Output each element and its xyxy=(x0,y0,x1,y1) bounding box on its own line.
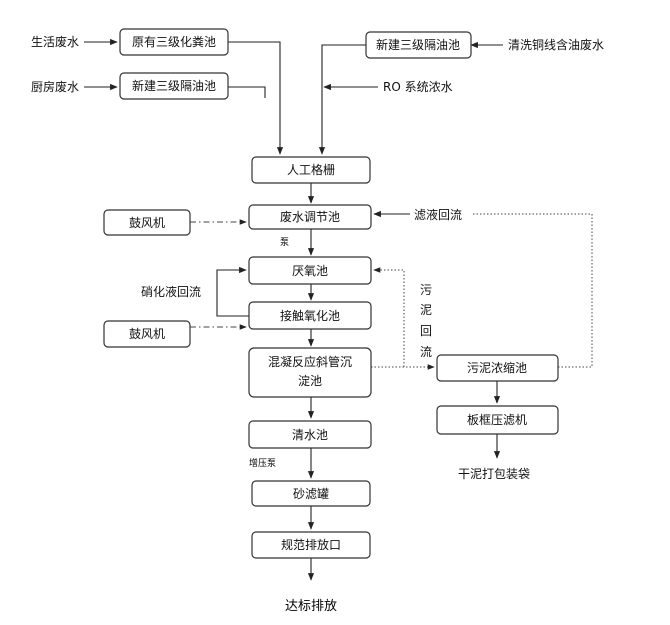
arrow-separator-right-to-screen xyxy=(318,44,366,155)
sand-filter-box: 砂滤罐 xyxy=(251,480,371,507)
equalization-tank-box: 废水调节池 xyxy=(248,204,372,230)
oily-wastewater-label: 清洗铜线含油废水 xyxy=(508,37,604,52)
arrow-oil-separator-left-to-screen xyxy=(228,86,266,98)
svg-text:污泥浓缩池: 污泥浓缩池 xyxy=(467,360,527,375)
svg-text:新建三级隔油池: 新建三级隔油池 xyxy=(132,78,216,93)
svg-text:鼓风机: 鼓风机 xyxy=(129,327,165,341)
sludge-thickener-box: 污泥浓缩池 xyxy=(436,354,559,382)
svg-text:规范排放口: 规范排放口 xyxy=(281,537,341,552)
blower-1-box: 鼓风机 xyxy=(103,209,191,236)
coagulation-settler-box: 混凝反应斜管沉 淀池 xyxy=(248,347,372,398)
svg-text:原有三级化粪池: 原有三级化粪池 xyxy=(132,35,216,49)
svg-text:回: 回 xyxy=(420,324,432,338)
svg-text:淀池: 淀池 xyxy=(298,374,322,388)
pump-label: 泵 xyxy=(280,237,289,248)
arrow-sludge-return xyxy=(373,267,405,367)
dry-sludge-label: 干泥打包装袋 xyxy=(458,467,530,481)
svg-text:废水调节池: 废水调节池 xyxy=(280,209,340,224)
final-discharge-label: 达标排放 xyxy=(285,599,337,614)
existing-septic-tank-box: 原有三级化粪池 xyxy=(119,28,229,56)
arrow-nitrate-recycle xyxy=(216,266,249,317)
ro-concentrate-label: RO 系统浓水 xyxy=(383,80,453,94)
oil-separator-left-box: 新建三级隔油池 xyxy=(119,72,229,100)
sludge-return-label: 污 泥 回 流 xyxy=(420,283,432,359)
svg-text:污: 污 xyxy=(420,283,432,297)
connectors xyxy=(84,38,593,581)
svg-text:混凝反应斜管沉: 混凝反应斜管沉 xyxy=(268,354,352,369)
anaerobic-tank-box: 厌氧池 xyxy=(248,256,372,285)
plate-filter-press-box: 板框压滤机 xyxy=(436,405,559,435)
svg-text:泥: 泥 xyxy=(420,303,432,317)
svg-text:砂滤罐: 砂滤罐 xyxy=(293,487,329,501)
booster-pump-label: 增压泵 xyxy=(249,457,276,469)
svg-text:鼓风机: 鼓风机 xyxy=(129,216,165,230)
svg-text:流: 流 xyxy=(420,345,432,359)
svg-text:板框压滤机: 板框压滤机 xyxy=(467,413,527,427)
filtrate-return-dotted xyxy=(473,213,593,368)
nitrate-recycle-label: 硝化液回流 xyxy=(141,284,201,299)
clear-water-tank-box: 清水池 xyxy=(248,420,372,449)
filtrate-return-label: 滤液回流 xyxy=(414,207,462,222)
contact-oxidation-tank-box: 接触氧化池 xyxy=(248,301,372,330)
svg-text:厌氧池: 厌氧池 xyxy=(292,264,328,278)
kitchen-wastewater-label: 厨房废水 xyxy=(31,79,79,94)
blower-2-box: 鼓风机 xyxy=(103,320,191,348)
svg-text:接触氧化池: 接触氧化池 xyxy=(280,308,340,323)
discharge-outlet-box: 规范排放口 xyxy=(251,531,371,559)
arrow-septic-to-screen xyxy=(228,41,284,155)
svg-text:新建三级隔油池: 新建三级隔油池 xyxy=(376,37,460,52)
svg-text:人工格栅: 人工格栅 xyxy=(287,162,335,177)
manual-screen-box: 人工格栅 xyxy=(251,156,371,184)
svg-text:清水池: 清水池 xyxy=(292,428,328,442)
domestic-wastewater-label: 生活废水 xyxy=(31,34,79,49)
oil-separator-right-box: 新建三级隔油池 xyxy=(365,31,472,59)
